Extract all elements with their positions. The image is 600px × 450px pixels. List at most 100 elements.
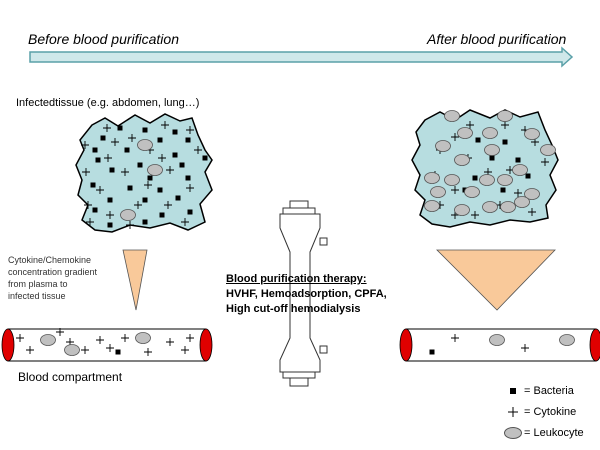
leukocyte-marker [457, 127, 473, 139]
infected-tissue-label: Infectedtissue (e.g. abdomen, lung…) [16, 97, 200, 109]
legend-leukocyte: = Leukocyte [502, 427, 584, 439]
bacteria-marker [124, 147, 130, 153]
leukocyte-marker [559, 334, 575, 346]
bacteria-marker [502, 139, 508, 145]
blood-vessel-before [1, 328, 213, 362]
bacteria-marker [142, 127, 148, 133]
bacteria-marker [92, 147, 98, 153]
cytokine-marker [186, 126, 194, 134]
cytokine-marker [104, 154, 112, 162]
bacteria-marker [187, 209, 193, 215]
bacteria-marker [525, 173, 531, 179]
leukocyte-marker [497, 174, 513, 186]
bacteria-marker [172, 129, 178, 135]
leukocyte-marker [424, 200, 440, 212]
leukocyte-marker [40, 334, 56, 346]
cytokine-marker [86, 218, 94, 226]
timeline-arrow [29, 46, 574, 68]
cytokine-marker [158, 154, 166, 162]
cytokine-marker [128, 134, 136, 142]
timeline-before-label: Before blood purification [28, 31, 179, 47]
cytokine-marker [111, 138, 119, 146]
gradient-note-line-1: Cytokine/Chemokine [8, 255, 92, 265]
cytokine-marker [451, 334, 459, 342]
cytokine-marker [181, 218, 189, 226]
cytokine-marker [528, 208, 536, 216]
leukocyte-marker [540, 144, 556, 156]
leukocyte-group-left [120, 139, 163, 221]
cytokine-marker [186, 184, 194, 192]
leukocyte-marker [137, 139, 153, 151]
leukocyte-marker [489, 334, 505, 346]
bacteria-marker [137, 162, 143, 168]
bacteria-marker [115, 349, 121, 355]
legend-cytokine-label: = Cytokine [524, 406, 577, 418]
bacteria-marker [92, 207, 98, 213]
bacteria-marker [95, 157, 101, 163]
black-square-icon [502, 385, 524, 397]
leukocyte-marker [500, 201, 516, 213]
leukocyte-marker [147, 164, 163, 176]
leukocyte-marker [512, 164, 528, 176]
therapy-box: Blood purification therapy: HVHF, Hemoad… [226, 272, 387, 317]
legend-bacteria: = Bacteria [502, 385, 574, 397]
cytokine-group-left [81, 121, 202, 229]
leukocyte-marker [514, 196, 530, 208]
bacteria-marker [472, 175, 478, 181]
cytokine-marker [451, 133, 459, 141]
blood-compartment-label: Blood compartment [18, 370, 123, 384]
therapy-line-1: HVHF, Hemoadsorption, CPFA, [226, 288, 387, 300]
bacteria-marker [90, 182, 96, 188]
bacteria-marker [107, 197, 113, 203]
leukocyte-marker [454, 204, 470, 216]
cytokine-marker [521, 344, 529, 352]
bacteria-marker [515, 157, 521, 163]
bacteria-marker [489, 155, 495, 161]
bacteria-marker [127, 185, 133, 191]
gradient-triangle-right [436, 249, 556, 311]
leukocyte-marker [524, 128, 540, 140]
bacteria-marker [475, 137, 481, 143]
leukocyte-marker [135, 332, 151, 344]
cytokine-marker [514, 189, 522, 197]
leukocyte-group-right [424, 110, 556, 216]
cytokine-marker [164, 201, 172, 209]
cytokine-marker [121, 168, 129, 176]
bacteria-marker [157, 187, 163, 193]
cytokine-marker [16, 334, 24, 342]
cytokine-marker [96, 336, 104, 344]
bacteria-marker [142, 197, 148, 203]
bacteria-marker [117, 125, 123, 131]
cytokine-marker [121, 334, 129, 342]
cytokine-marker [166, 338, 174, 346]
bacteria-marker [107, 222, 113, 228]
leukocyte-marker [484, 144, 500, 156]
leukocyte-marker [482, 201, 498, 213]
legend-leukocyte-label: = Leukocyte [524, 427, 584, 439]
bacteria-marker [147, 175, 153, 181]
leukocyte-marker [435, 140, 451, 152]
gradient-note: Cytokine/Chemokine concentration gradien… [8, 254, 97, 302]
cytokine-marker [103, 124, 111, 132]
legend-cytokine: = Cytokine [502, 406, 576, 418]
bacteria-marker [175, 195, 181, 201]
bacteria-marker [185, 175, 191, 181]
bacteria-marker [157, 137, 163, 143]
cytokine-marker [501, 121, 509, 129]
cytokine-marker [194, 146, 202, 154]
leukocyte-marker [479, 174, 495, 186]
cytokine-marker [84, 201, 92, 209]
bacteria-marker [109, 167, 115, 173]
cytokine-marker [471, 211, 479, 219]
cytokine-marker [106, 344, 114, 352]
bacteria-marker [142, 219, 148, 225]
cytokine-marker [82, 168, 90, 176]
gradient-triangle-left [122, 249, 148, 311]
bacteria-marker [172, 152, 178, 158]
cytokine-marker [106, 211, 114, 219]
leukocyte-marker [464, 186, 480, 198]
